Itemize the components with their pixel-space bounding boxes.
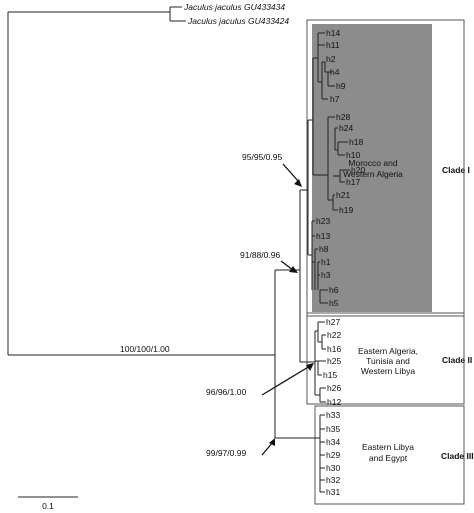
tip-label: h21 bbox=[336, 190, 350, 200]
tip-label: h9 bbox=[336, 81, 346, 91]
clade1-box bbox=[306, 19, 465, 317]
tip-label: h3 bbox=[321, 270, 331, 280]
tip-label: h10 bbox=[346, 150, 360, 160]
region-label-clade2: Eastern Algeria, bbox=[358, 346, 418, 356]
tip-label: h6 bbox=[329, 285, 339, 295]
tip-label: h14 bbox=[326, 28, 340, 38]
tip-label: h34 bbox=[326, 437, 340, 447]
tip-label: h19 bbox=[339, 205, 353, 215]
tip-label: h20 bbox=[351, 165, 365, 175]
tip-label: h22 bbox=[327, 330, 341, 340]
tip-label: h29 bbox=[326, 450, 340, 460]
clade1-tips: h14 h11 h2 h4 h9 h7 h28 h24 h18 h10 h20 … bbox=[316, 28, 365, 308]
tip-label: h8 bbox=[319, 244, 329, 254]
tip-label: h26 bbox=[327, 383, 341, 393]
clade-label: Clade III bbox=[441, 451, 474, 461]
tip-label: h35 bbox=[326, 424, 340, 434]
tip-label: h24 bbox=[339, 123, 353, 133]
tip-label: h27 bbox=[326, 317, 340, 327]
outgroup-label: Jaculus jaculus GU433424 bbox=[187, 16, 289, 26]
tip-label: h23 bbox=[316, 216, 330, 226]
tip-label: h17 bbox=[346, 177, 360, 187]
tip-label: h32 bbox=[326, 475, 340, 485]
tip-label: h16 bbox=[327, 344, 341, 354]
tip-label: h5 bbox=[329, 298, 339, 308]
region-label-clade1: Morocco and bbox=[348, 158, 397, 168]
tip-label: h2 bbox=[326, 54, 336, 64]
clade3-box bbox=[314, 405, 465, 505]
tree-branches bbox=[7, 6, 350, 493]
tip-label: h25 bbox=[327, 356, 341, 366]
region-label-clade2: Tunisia and bbox=[366, 356, 410, 366]
support-value: 99/97/0.99 bbox=[206, 448, 246, 458]
clade-label: Clade I bbox=[442, 165, 470, 175]
outgroup-label: Jaculus jaculus GU433434 bbox=[183, 2, 285, 12]
support-arrows bbox=[261, 163, 314, 456]
region-label-clade3: Eastern Libya bbox=[362, 442, 414, 452]
tip-label: h4 bbox=[330, 67, 340, 77]
region-label-clade1: Western Algeria bbox=[343, 169, 403, 179]
tip-label: h11 bbox=[326, 40, 340, 50]
clade-label: Clade II bbox=[442, 355, 472, 365]
region-label-clade2: Western Libya bbox=[361, 366, 415, 376]
tip-label: h15 bbox=[323, 370, 337, 380]
support-value: 100/100/1.00 bbox=[120, 344, 170, 354]
clade2-tips: h27 h22 h16 h25 h15 h26 h12 bbox=[323, 317, 341, 407]
tip-label: h13 bbox=[316, 231, 330, 241]
support-value: 91/88/0.96 bbox=[240, 250, 280, 260]
clade2-box bbox=[306, 312, 465, 405]
support-value: 96/96/1.00 bbox=[206, 387, 246, 397]
tip-label: h7 bbox=[330, 94, 340, 104]
clade3-tips: h33 h35 h34 h29 h30 h32 h31 bbox=[326, 410, 340, 497]
scale-label: 0.1 bbox=[42, 501, 54, 511]
region-label-clade3: and Egypt bbox=[369, 453, 408, 463]
support-value: 95/95/0.95 bbox=[242, 152, 282, 162]
tip-label: h33 bbox=[326, 410, 340, 420]
tip-label: h28 bbox=[336, 112, 350, 122]
tip-label: h12 bbox=[327, 397, 341, 407]
tip-label: h30 bbox=[326, 463, 340, 473]
tip-label: h31 bbox=[326, 487, 340, 497]
tip-label: h18 bbox=[349, 137, 363, 147]
tip-label: h1 bbox=[321, 257, 331, 267]
